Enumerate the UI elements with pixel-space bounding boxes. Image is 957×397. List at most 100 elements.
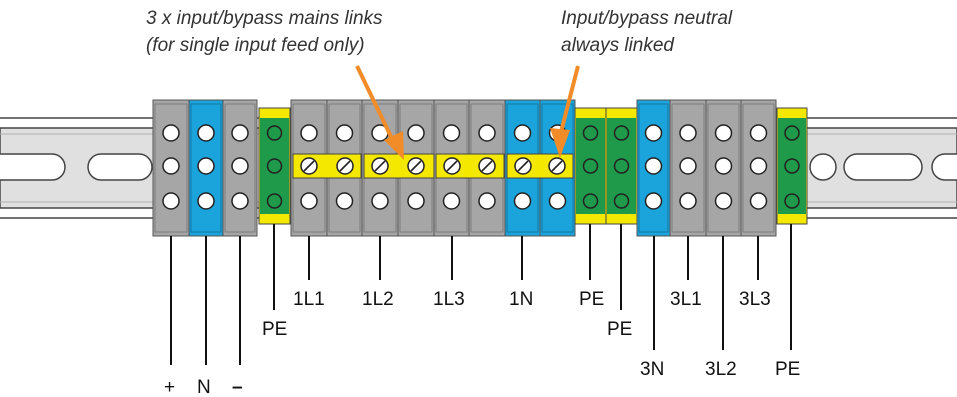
screw-icon xyxy=(613,125,630,141)
screw-icon xyxy=(582,193,599,209)
terminal-inner-edge xyxy=(190,103,222,233)
rail-slot xyxy=(809,153,837,181)
label-plus: + xyxy=(164,377,175,397)
screw-slot xyxy=(517,160,529,172)
terminal-inner-edge xyxy=(638,103,669,233)
screw-icon xyxy=(300,124,318,142)
terminal-block xyxy=(705,99,742,237)
screw-icon xyxy=(714,124,733,142)
terminal-block xyxy=(636,99,671,237)
terminal-inner-edge xyxy=(154,103,188,233)
screw-icon xyxy=(749,192,768,210)
rail-slot xyxy=(87,153,153,181)
terminal-inner-edge xyxy=(742,103,775,233)
label-pe-2: PE xyxy=(579,289,604,310)
screw-icon xyxy=(784,158,800,174)
neutral-arrow-head xyxy=(550,128,570,158)
screw-icon xyxy=(231,124,249,142)
screw-slot xyxy=(339,160,351,172)
label-1n: 1N xyxy=(509,289,533,310)
terminal-block xyxy=(222,99,258,237)
screw-icon xyxy=(644,192,663,210)
label-pe-1: PE xyxy=(262,319,287,340)
terminal-block xyxy=(669,99,707,237)
screw-icon xyxy=(407,124,425,142)
screw-icon xyxy=(300,192,318,210)
label-3l2: 3L2 xyxy=(705,359,737,380)
label-3l1: 3L1 xyxy=(670,289,702,310)
screw-icon xyxy=(513,124,532,142)
rail-slot xyxy=(0,153,66,181)
screw-slot xyxy=(374,160,386,172)
screw-slot xyxy=(551,160,563,172)
rail-slot xyxy=(843,153,923,181)
label-minus: – xyxy=(232,377,243,397)
screw-icon xyxy=(478,192,496,210)
label-1l2: 1L2 xyxy=(362,289,394,310)
label-3l3: 3L3 xyxy=(739,289,771,310)
screw-icon xyxy=(335,192,354,210)
terminal-inner-edge xyxy=(671,103,705,233)
screw-icon xyxy=(266,158,283,174)
screw-icon xyxy=(714,157,733,175)
screw-icon xyxy=(749,124,768,142)
screw-icon xyxy=(548,192,567,210)
screw-icon xyxy=(613,158,630,174)
screw-icon xyxy=(266,193,283,209)
terminal-block xyxy=(605,107,638,225)
links-arrow-head xyxy=(384,131,404,160)
screw-slot xyxy=(410,160,422,172)
label-pe-3: PE xyxy=(607,319,632,340)
label-pe-4: PE xyxy=(775,359,800,380)
screw-icon xyxy=(197,157,215,175)
terminal-body xyxy=(222,99,258,237)
screw-slot xyxy=(446,160,458,172)
screw-icon xyxy=(197,192,215,210)
terminal-inner-edge xyxy=(707,103,740,233)
screw-icon xyxy=(784,125,800,141)
screw-icon xyxy=(162,157,180,175)
screw-icon xyxy=(582,125,599,141)
terminal-block xyxy=(574,107,607,225)
screw-icon xyxy=(613,193,630,209)
screw-icon xyxy=(644,157,663,175)
terminal-inner-edge xyxy=(224,103,256,233)
screw-icon xyxy=(749,157,768,175)
links-arrow-shaft xyxy=(355,65,396,144)
screw-icon xyxy=(162,124,180,142)
screw-icon xyxy=(266,125,283,141)
label-1l3: 1L3 xyxy=(433,289,465,310)
neutral-arrow-shaft xyxy=(559,65,580,133)
annotation-arrows xyxy=(355,65,580,160)
neutral-annotation-line1: Input/bypass neutral xyxy=(561,8,733,29)
terminal-block xyxy=(188,99,224,237)
rail-slot xyxy=(931,153,957,181)
label-3n: 3N xyxy=(640,359,664,380)
screw-icon xyxy=(407,192,425,210)
screw-icon xyxy=(679,157,697,175)
screw-slot xyxy=(303,160,315,172)
screw-icon xyxy=(442,192,461,210)
label-n: N xyxy=(197,377,211,397)
screw-icon xyxy=(231,192,249,210)
screw-icon xyxy=(197,124,215,142)
neutral-annotation-line2: always linked xyxy=(561,35,675,56)
screw-icon xyxy=(644,124,663,142)
screw-icon xyxy=(714,192,733,210)
screw-icon xyxy=(442,124,461,142)
label-1l1: 1L1 xyxy=(293,289,325,310)
terminal-block xyxy=(776,107,808,225)
screw-icon xyxy=(478,124,496,142)
screw-icon xyxy=(679,124,697,142)
screw-icon xyxy=(335,124,354,142)
bridge-links xyxy=(292,153,574,179)
screw-icon xyxy=(784,193,800,209)
terminal-block xyxy=(152,99,190,237)
screw-slot xyxy=(481,160,493,172)
screw-icon xyxy=(582,158,599,174)
links-annotation-line1: 3 x input/bypass mains links xyxy=(146,8,383,29)
wires xyxy=(170,224,792,365)
screw-icon xyxy=(371,192,389,210)
